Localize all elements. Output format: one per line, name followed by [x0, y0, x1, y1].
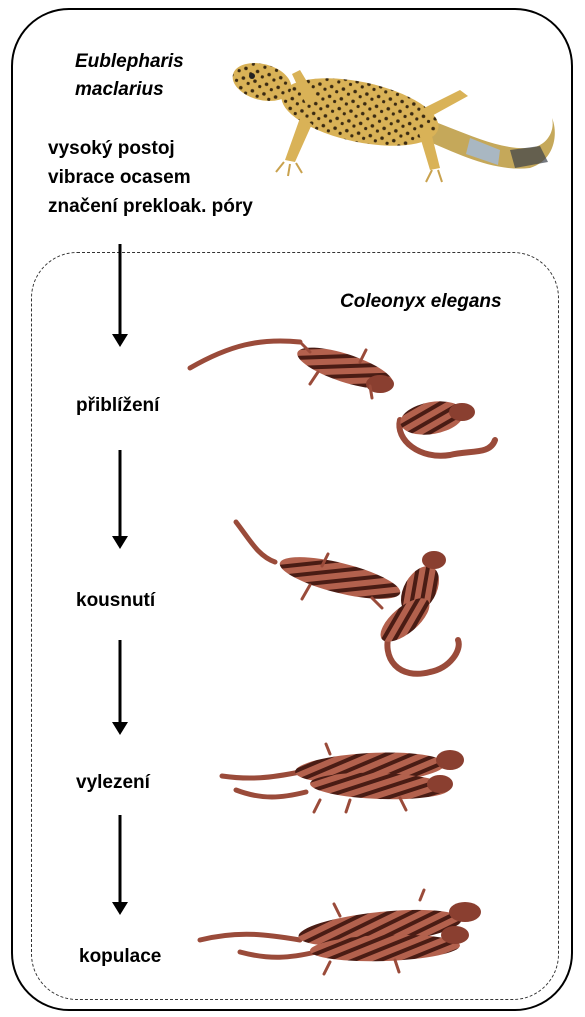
- banded-gecko-pair-image: [190, 339, 495, 456]
- banded-gecko-pair-image: [222, 744, 464, 812]
- leopard-gecko-image: [228, 57, 554, 182]
- banded-gecko-pair-image: [200, 890, 481, 974]
- down-arrow-icon: [112, 244, 128, 347]
- down-arrow-icon: [112, 450, 128, 549]
- down-arrow-icon: [112, 640, 128, 735]
- down-arrow-icon: [112, 815, 128, 915]
- banded-gecko-pair-image: [236, 522, 459, 674]
